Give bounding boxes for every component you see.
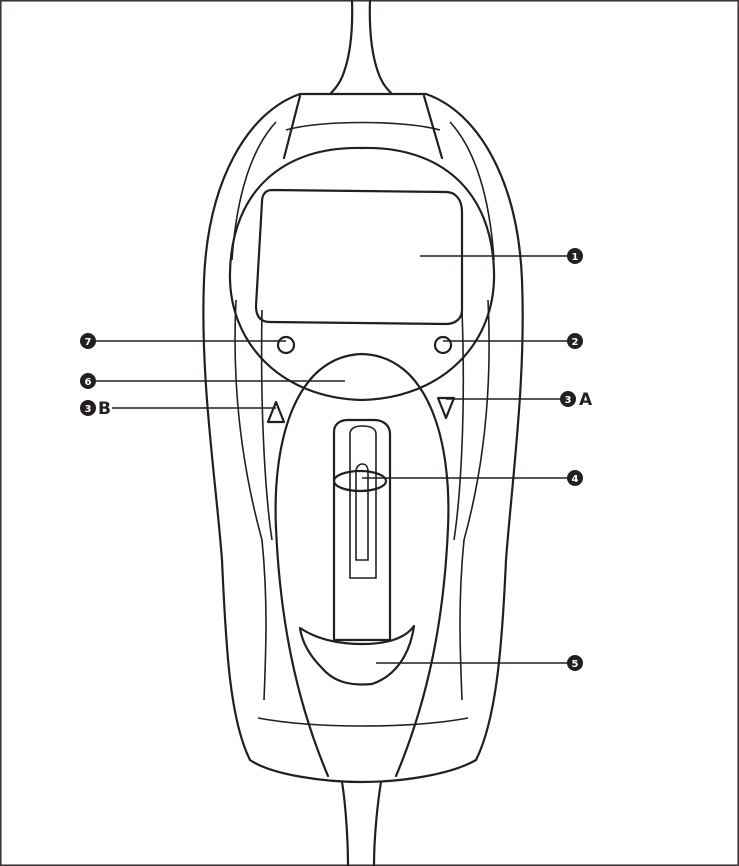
cable-bottom bbox=[340, 780, 383, 866]
svg-text:3: 3 bbox=[565, 395, 572, 406]
svg-text:4: 4 bbox=[572, 474, 579, 485]
svg-text:B: B bbox=[98, 399, 111, 419]
center-arch bbox=[274, 352, 450, 530]
slider-knob[interactable] bbox=[332, 469, 388, 493]
left-button[interactable] bbox=[276, 335, 296, 355]
thumb-rest bbox=[298, 624, 416, 686]
svg-text:5: 5 bbox=[572, 659, 579, 670]
svg-text:1: 1 bbox=[572, 252, 579, 263]
slider-track[interactable] bbox=[332, 418, 392, 642]
up-arrow-icon[interactable] bbox=[266, 400, 286, 424]
svg-text:6: 6 bbox=[85, 377, 92, 388]
callout-4: 4 bbox=[567, 470, 583, 486]
svg-text:A: A bbox=[579, 390, 593, 410]
svg-text:7: 7 bbox=[85, 337, 92, 348]
callout-2: 2 bbox=[567, 333, 583, 349]
callout-3b: 3 B bbox=[80, 399, 111, 419]
callout-5: 5 bbox=[567, 655, 583, 671]
head-bezel bbox=[228, 146, 496, 402]
svg-text:3: 3 bbox=[85, 404, 92, 415]
callout-6: 6 bbox=[80, 373, 96, 389]
leader-lines bbox=[94, 255, 568, 664]
display-screen bbox=[254, 188, 464, 326]
callout-3a: 3 A bbox=[560, 390, 593, 410]
callout-7: 7 bbox=[80, 333, 96, 349]
cable-top bbox=[328, 0, 394, 96]
down-arrow-icon[interactable] bbox=[436, 396, 456, 420]
svg-text:2: 2 bbox=[572, 337, 579, 348]
callout-1: 1 bbox=[567, 248, 583, 264]
right-button[interactable] bbox=[433, 335, 453, 355]
